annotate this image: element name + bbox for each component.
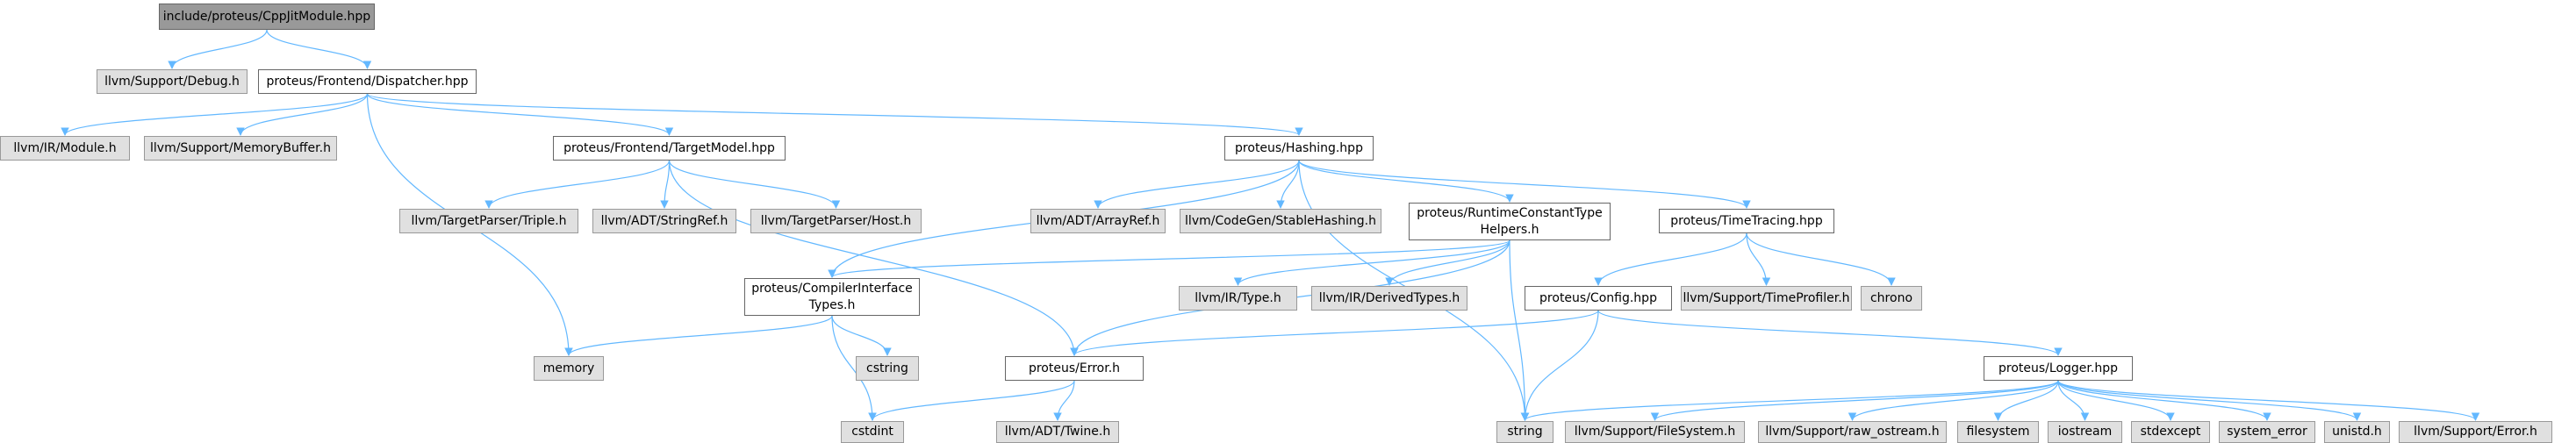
node-memory-buffer[interactable]: llvm/Support/MemoryBuffer.h	[144, 136, 337, 161]
edge-hashing-to-time_tracing	[1298, 160, 1751, 209]
edge-logger-to-raw_ostream	[1848, 380, 2059, 421]
edge-layer	[61, 29, 2480, 421]
edge-hashing-to-stable_hashing	[1276, 160, 1300, 209]
edge-logger-to-filesystem	[1993, 380, 2059, 421]
node-host[interactable]: llvm/TargetParser/Host.h	[750, 209, 922, 233]
edge-error_h-to-cstdint	[868, 380, 1075, 421]
node-runtime-constant-line1: proteus/RuntimeConstantType	[1417, 205, 1603, 220]
node-dispatcher[interactable]: proteus/Frontend/Dispatcher.hpp	[258, 69, 477, 94]
node-iostream[interactable]: iostream	[2048, 421, 2122, 443]
node-time-tracing[interactable]: proteus/TimeTracing.hpp	[1659, 209, 1834, 233]
node-stable-hashing[interactable]: llvm/CodeGen/StableHashing.h	[1180, 209, 1381, 233]
node-unistd[interactable]: unistd.h	[2324, 421, 2390, 443]
node-debug-h[interactable]: llvm/Support/Debug.h	[97, 69, 248, 94]
node-runtime-constant-line2: Helpers.h	[1480, 222, 1539, 237]
node-logger[interactable]: proteus/Logger.hpp	[1984, 356, 2133, 381]
node-triple[interactable]: llvm/TargetParser/Triple.h	[399, 209, 578, 233]
edge-dispatcher-to-target_model	[366, 93, 674, 136]
node-string[interactable]: string	[1496, 421, 1553, 443]
edge-dispatcher-to-ir_module	[61, 93, 369, 136]
node-target-model[interactable]: proteus/Frontend/TargetModel.hpp	[553, 136, 786, 161]
node-ir-type[interactable]: llvm/IR/Type.h	[1179, 286, 1297, 311]
edge-target_model-to-triple	[484, 160, 671, 209]
node-derived-types[interactable]: llvm/IR/DerivedTypes.h	[1311, 286, 1467, 311]
edge-logger-to-filesystem_h	[1650, 380, 2059, 421]
edge-logger-to-string	[1520, 380, 2059, 421]
node-support-filesystem[interactable]: llvm/Support/FileSystem.h	[1565, 421, 1745, 443]
node-twine[interactable]: llvm/ADT/Twine.h	[996, 421, 1119, 443]
node-hashing[interactable]: proteus/Hashing.hpp	[1224, 136, 1374, 161]
edge-config-to-string	[1520, 310, 1599, 421]
node-root[interactable]: include/proteus/CppJitModule.hpp	[159, 4, 375, 30]
node-stdexcept[interactable]: stdexcept	[2131, 421, 2210, 443]
edge-error_h-to-twine	[1053, 380, 1075, 421]
edge-logger-to-unistd	[2057, 380, 2362, 421]
edge-root-to-debug_h	[168, 29, 268, 69]
edge-compiler_iface-to-cstring	[831, 315, 892, 356]
edge-hashing-to-arrayref	[1094, 160, 1300, 209]
node-cstdint[interactable]: cstdint	[841, 421, 904, 443]
edge-target_model-to-error_h	[668, 160, 1079, 356]
node-system-error[interactable]: system_error	[2219, 421, 2315, 443]
node-cstring[interactable]: cstring	[856, 356, 919, 381]
edge-logger-to-iostream	[2057, 380, 2090, 421]
node-compiler-iface-line2: Types.h	[808, 297, 856, 312]
edge-time_tracing-to-time_profiler	[1746, 232, 1771, 286]
node-stringref[interactable]: llvm/ADT/StringRef.h	[592, 209, 736, 233]
edge-runtime_constant-to-compiler_iface	[828, 239, 1510, 278]
node-ir-module[interactable]: llvm/IR/Module.h	[0, 136, 130, 161]
edge-config-to-logger	[1597, 310, 2063, 356]
node-time-profiler[interactable]: llvm/Support/TimeProfiler.h	[1681, 286, 1852, 311]
edge-compiler_iface-to-cstdint	[831, 315, 877, 421]
edge-compiler_iface-to-memory	[564, 315, 833, 356]
edge-time_tracing-to-config	[1594, 232, 1747, 286]
edge-dispatcher-to-hashing	[366, 93, 1303, 136]
node-compiler-interface-types[interactable]: proteus/CompilerInterface Types.h	[744, 278, 920, 316]
node-chrono[interactable]: chrono	[1861, 286, 1922, 311]
edge-config-to-error_h	[1070, 310, 1599, 356]
node-support-error[interactable]: llvm/Support/Error.h	[2399, 421, 2552, 443]
node-runtime-constant[interactable]: proteus/RuntimeConstantType Helpers.h	[1409, 203, 1611, 240]
edge-logger-to-system_error	[2057, 380, 2271, 421]
edge-hashing-to-runtime_constant	[1298, 160, 1514, 203]
node-raw-ostream[interactable]: llvm/Support/raw_ostream.h	[1758, 421, 1947, 443]
edge-runtime_constant-to-string	[1509, 239, 1530, 421]
node-error-h[interactable]: proteus/Error.h	[1005, 356, 1144, 381]
node-memory[interactable]: memory	[534, 356, 604, 381]
node-config[interactable]: proteus/Config.hpp	[1525, 286, 1672, 311]
edge-logger-to-support_error	[2057, 380, 2480, 421]
edge-logger-to-stdexcept	[2057, 380, 2175, 421]
edge-dispatcher-to-memory_buffer	[236, 93, 369, 136]
edge-runtime_constant-to-derived_types	[1385, 239, 1510, 286]
edge-root-to-dispatcher	[266, 29, 372, 69]
node-arrayref[interactable]: llvm/ADT/ArrayRef.h	[1030, 209, 1166, 233]
node-filesystem[interactable]: filesystem	[1957, 421, 2039, 443]
edge-target_model-to-host	[668, 160, 841, 209]
edge-target_model-to-stringref	[660, 160, 671, 209]
edge-time_tracing-to-chrono	[1746, 232, 1896, 286]
node-compiler-iface-line1: proteus/CompilerInterface	[751, 281, 913, 296]
edge-runtime_constant-to-ir_type	[1233, 239, 1510, 286]
